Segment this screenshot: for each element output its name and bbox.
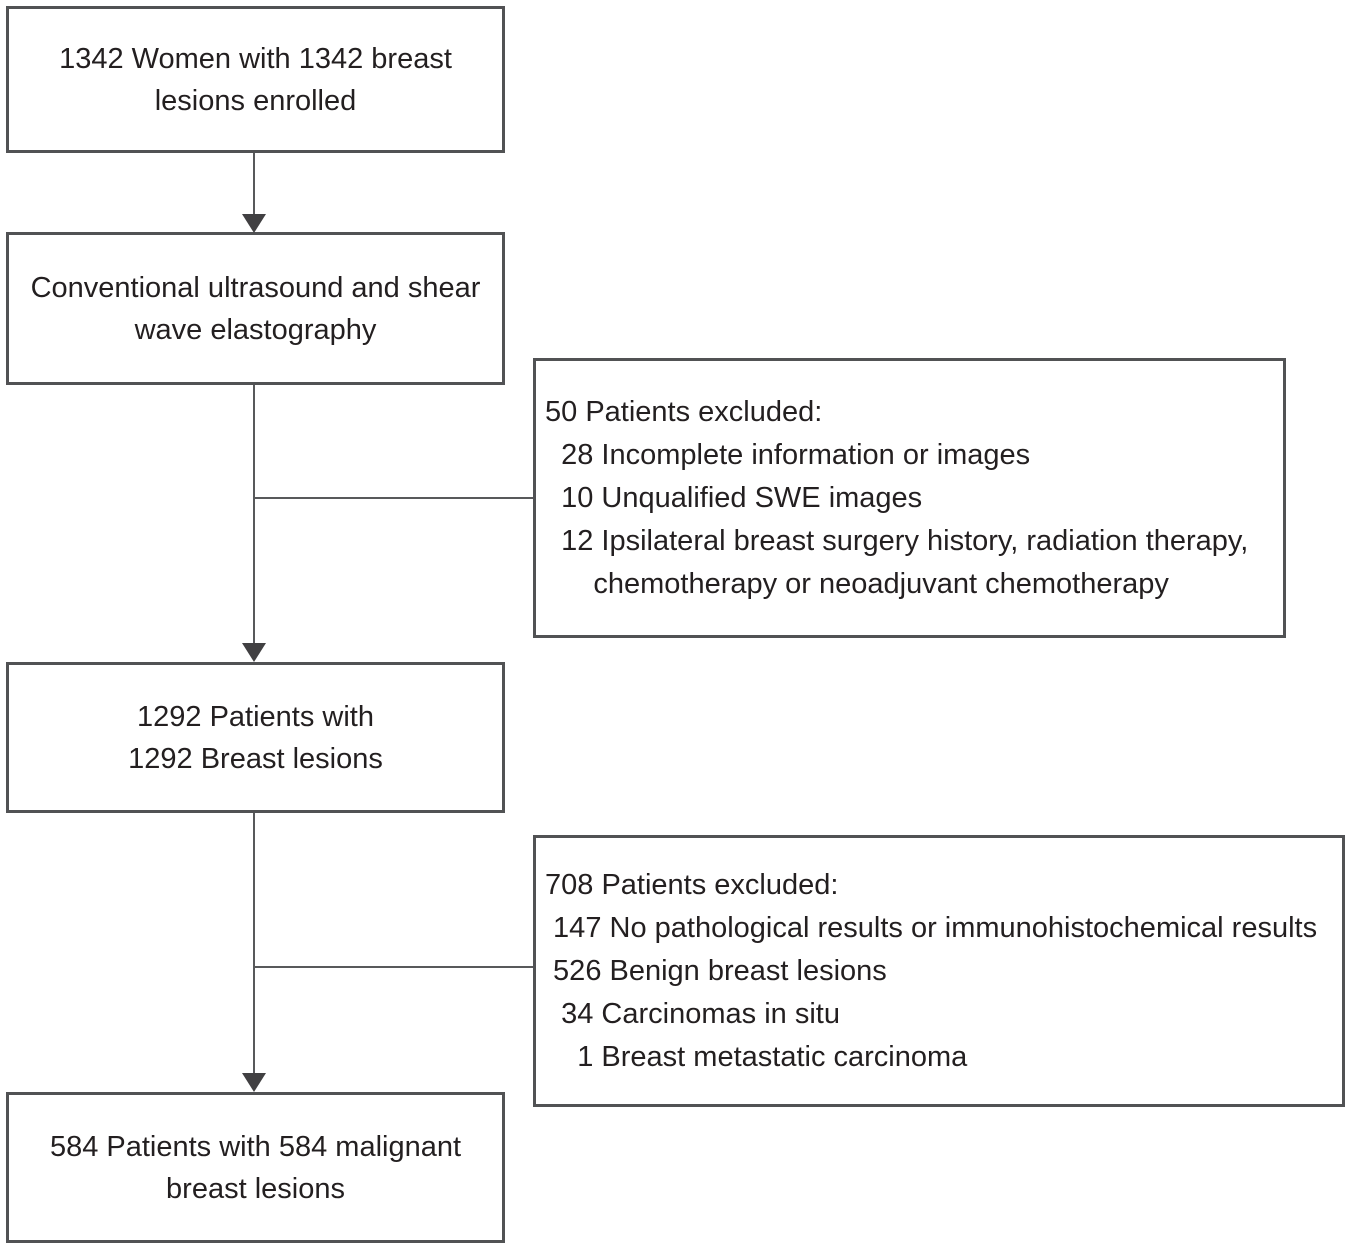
flow-box-text-line: 1292 Breast lesions bbox=[128, 742, 383, 775]
flow-box-excluded-50: 50 Patients excluded: 28 Incomplete info… bbox=[533, 358, 1286, 638]
exclusion-text-line: chemotherapy or neoadjuvant chemotherapy bbox=[545, 567, 1169, 600]
flow-box-imaging: Conventional ultrasound and shear wave e… bbox=[6, 232, 505, 385]
flow-box-text-line: Conventional ultrasound and shear bbox=[30, 271, 481, 304]
flow-box-final: 584 Patients with 584 malignant breast l… bbox=[6, 1092, 505, 1243]
connector-line-cohort-to-final bbox=[253, 813, 255, 1074]
exclusion-text-line: 1 Breast metastatic carcinoma bbox=[545, 1040, 968, 1073]
exclusion-text-line: 147 No pathological results or immunohis… bbox=[545, 911, 1318, 944]
flow-box-text-line: wave elastography bbox=[134, 313, 377, 346]
flow-box-cohort: 1292 Patients with 1292 Breast lesions bbox=[6, 662, 505, 813]
flow-box-text-line: lesions enrolled bbox=[154, 84, 357, 117]
connector-line-enrolled-to-imaging bbox=[253, 153, 255, 215]
exclusion-text-line: 526 Benign breast lesions bbox=[545, 954, 887, 987]
arrowhead-down-icon bbox=[242, 214, 266, 233]
exclusion-text-line: 708 Patients excluded: bbox=[545, 868, 839, 901]
flow-box-excluded-708: 708 Patients excluded: 147 No pathologic… bbox=[533, 835, 1345, 1107]
flow-box-text-line: breast lesions bbox=[166, 1172, 345, 1205]
flow-box-enrolled: 1342 Women with 1342 breast lesions enro… bbox=[6, 6, 505, 153]
exclusion-text-line: 34 Carcinomas in situ bbox=[545, 997, 840, 1030]
exclusion-text-line: 12 Ipsilateral breast surgery history, r… bbox=[545, 524, 1249, 557]
exclusion-text-line: 50 Patients excluded: bbox=[545, 395, 823, 428]
exclusion-text-line: 28 Incomplete information or images bbox=[545, 438, 1031, 471]
arrowhead-down-icon bbox=[242, 1073, 266, 1092]
flow-box-text-line: 1342 Women with 1342 breast bbox=[59, 42, 452, 75]
connector-branch-to-excluded-708 bbox=[254, 966, 533, 968]
connector-branch-to-excluded-50 bbox=[254, 497, 533, 499]
flow-box-text-line: 1292 Patients with bbox=[137, 700, 374, 733]
arrowhead-down-icon bbox=[242, 643, 266, 662]
exclusion-text-line: 10 Unqualified SWE images bbox=[545, 481, 923, 514]
connector-line-imaging-to-cohort bbox=[253, 385, 255, 644]
flow-box-text-line: 584 Patients with 584 malignant bbox=[49, 1130, 462, 1163]
